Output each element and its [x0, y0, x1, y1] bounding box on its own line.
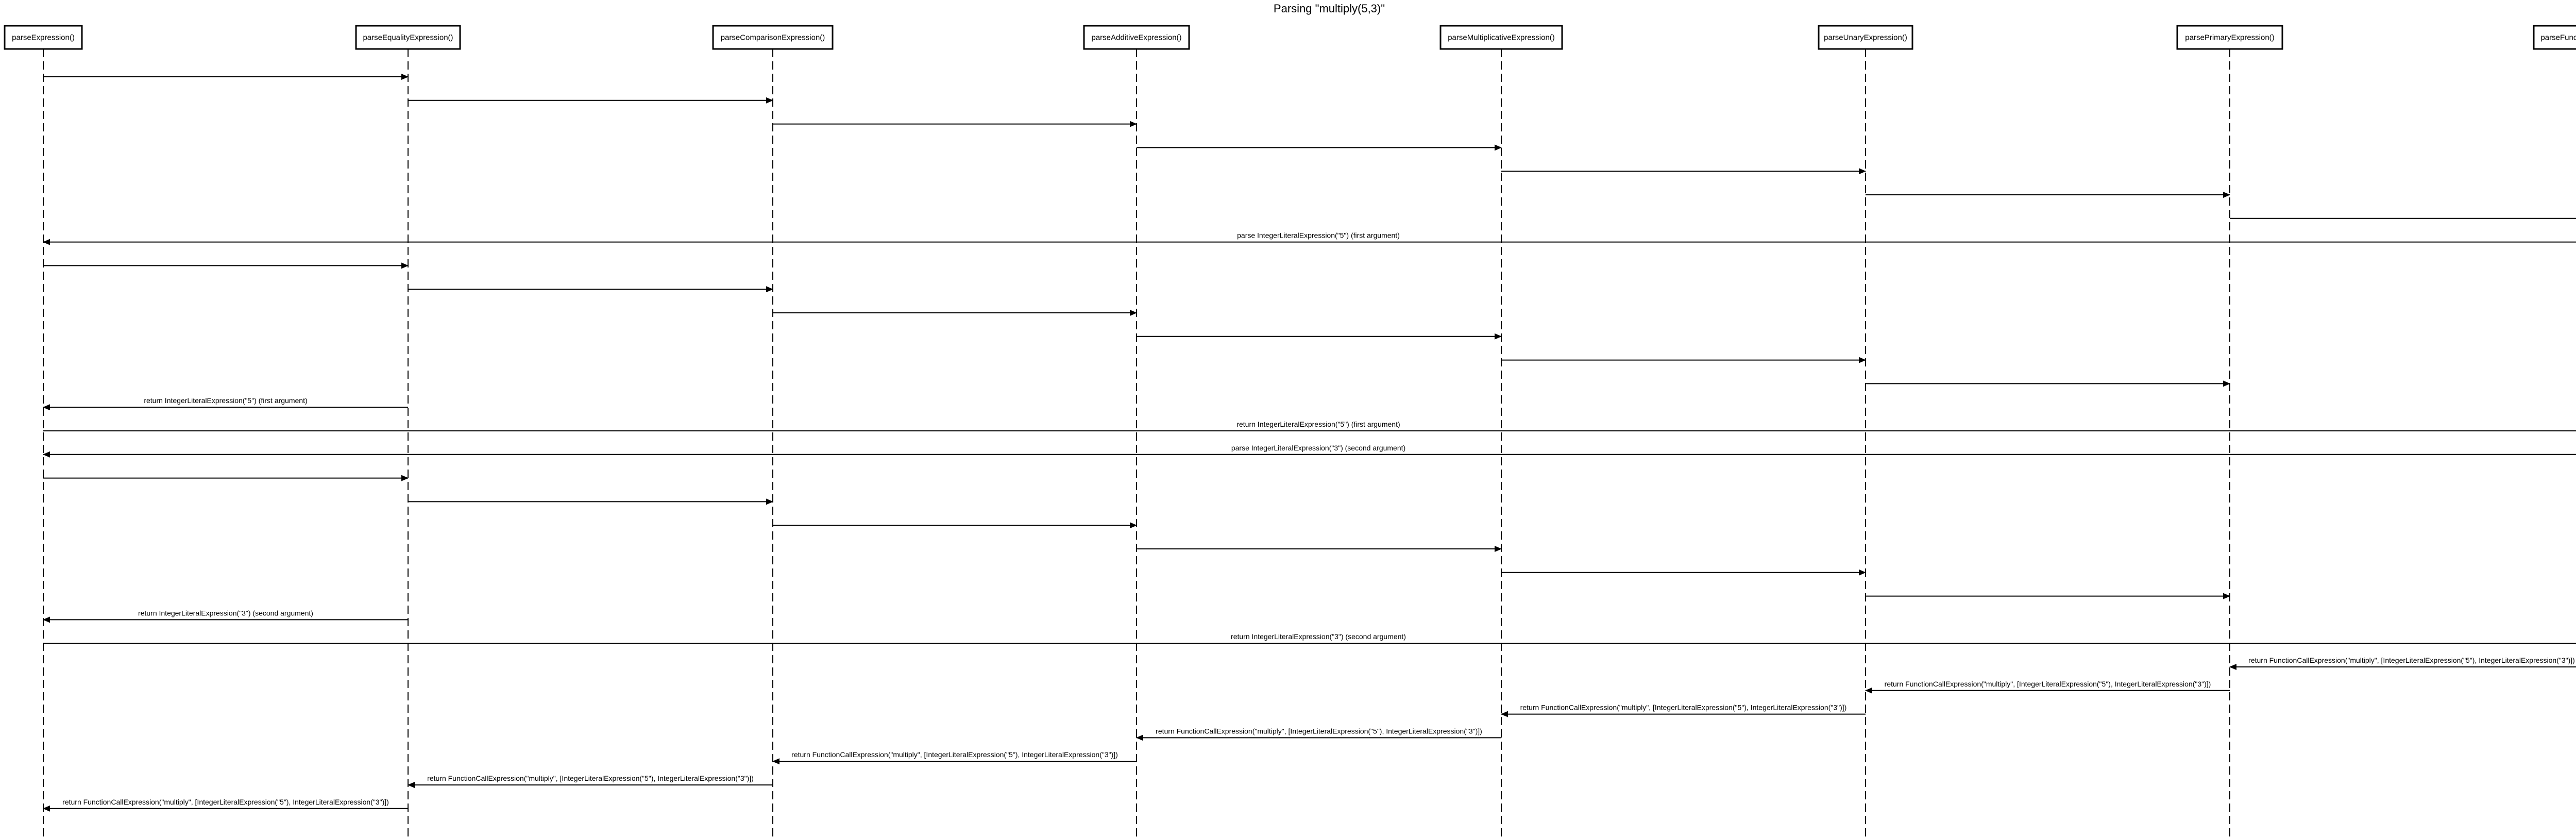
message: return FunctionCallExpression("multiply"…	[408, 774, 773, 788]
message: return IntegerLiteralExpression("5") (fi…	[43, 420, 2576, 431]
participant-parse-additive-expression: parseAdditiveExpression()	[1083, 25, 1190, 50]
message-label: return IntegerLiteralExpression("3") (se…	[1231, 632, 1406, 641]
message-label: return IntegerLiteralExpression("3") (se…	[138, 609, 313, 617]
message-label: return IntegerLiteralExpression("5") (fi…	[144, 396, 307, 405]
participant-label: parseExpression()	[12, 34, 75, 42]
message-label: return FunctionCallExpression("multiply"…	[1156, 727, 1482, 735]
message: return FunctionCallExpression("multiply"…	[1136, 727, 1501, 741]
message-label: return FunctionCallExpression("multiply"…	[1520, 704, 1847, 712]
participant-box	[1439, 25, 1563, 50]
participant-parse-function-call-expression: parseFunctionCallExpression()	[2533, 25, 2576, 50]
message-label: return FunctionCallExpression("multiply"…	[427, 774, 754, 782]
participant-label: parsePrimaryExpression()	[2185, 34, 2274, 42]
participants: parseExpression() parseEqualityExpression…	[4, 25, 2576, 50]
message: return FunctionCallExpression("multiply"…	[2229, 656, 2576, 670]
participant-label: parseUnaryExpression()	[1824, 34, 1907, 42]
message-label: return FunctionCallExpression("multiply"…	[791, 750, 1118, 759]
message: parse IntegerLiteralExpression("3") (sec…	[43, 444, 2576, 458]
participant-label: parseFunctionCallExpression()	[2540, 34, 2576, 42]
message-label: parse IntegerLiteralExpression("5") (fir…	[1237, 231, 1400, 240]
participant-box	[355, 25, 461, 50]
message: return FunctionCallExpression("multiply"…	[43, 798, 408, 812]
participant-parse-comparison-expression: parseComparisonExpression()	[712, 25, 834, 50]
message: return FunctionCallExpression("multiply"…	[1501, 704, 1866, 717]
message-label: return IntegerLiteralExpression("5") (fi…	[1236, 420, 1400, 428]
lifelines	[43, 49, 2230, 837]
participant-box	[2533, 25, 2576, 50]
participant-parse-equality-expression: parseEqualityExpression()	[355, 25, 461, 50]
participant-box	[712, 25, 834, 50]
participant-box	[1818, 25, 1913, 50]
message: return IntegerLiteralExpression("3") (se…	[43, 632, 2576, 644]
messages: parse IntegerLiteralExpression("5") (fir…	[43, 74, 2576, 812]
message: parse IntegerLiteralExpression("5") (fir…	[43, 231, 2576, 245]
participant-parse-primary-expression: parsePrimaryExpression()	[2176, 25, 2283, 50]
message: return FunctionCallExpression("multiply"…	[772, 750, 1137, 765]
message: return FunctionCallExpression("multiply"…	[1865, 680, 2230, 694]
message-label: parse IntegerLiteralExpression("3") (sec…	[1231, 444, 1405, 452]
message-label: return FunctionCallExpression("multiply"…	[1885, 680, 2211, 688]
message-label: return FunctionCallExpression("multiply"…	[62, 798, 389, 806]
participant-label: parseEqualityExpression()	[363, 34, 453, 42]
participant-label: parseAdditiveExpression()	[1091, 34, 1181, 42]
message: return IntegerLiteralExpression("3") (se…	[43, 609, 408, 623]
participant-box	[2176, 25, 2283, 50]
participant-box	[4, 25, 83, 50]
participant-parse-expression: parseExpression()	[4, 25, 83, 50]
diagram-title: Parsing "multiply(5,3)"	[1274, 2, 1385, 15]
participant-parse-multiplicative-expression: parseMultiplicativeExpression()	[1439, 25, 1563, 50]
message-label: return FunctionCallExpression("multiply"…	[2248, 656, 2575, 664]
participant-label: parseComparisonExpression()	[721, 34, 825, 42]
participant-label: parseMultiplicativeExpression()	[1448, 34, 1555, 42]
message: return IntegerLiteralExpression("5") (fi…	[43, 396, 408, 411]
participant-parse-unary-expression: parseUnaryExpression()	[1818, 25, 1913, 50]
participant-box	[1083, 25, 1190, 50]
